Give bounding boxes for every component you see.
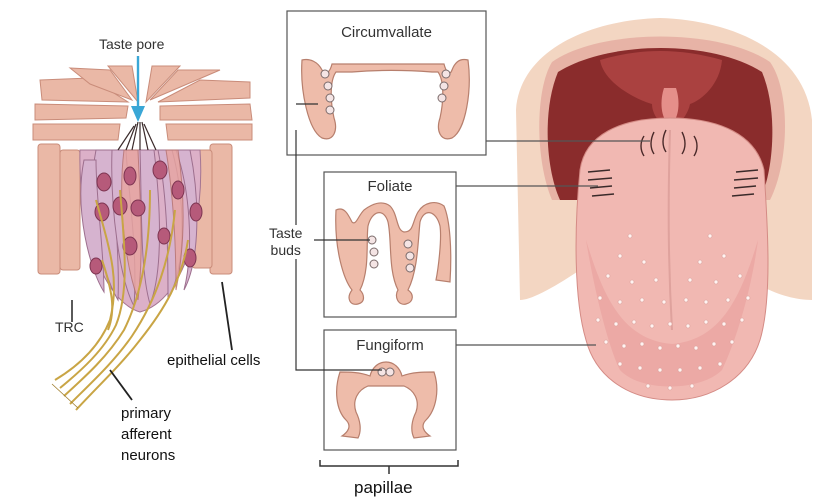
taste-bud-illustration [32,56,253,411]
papillae-label: papillae [354,478,413,497]
epithelial-pointer [221,281,233,351]
neurons-label-line-1: primary [121,405,172,422]
circumvallate-label: Circumvallate [341,24,432,41]
tongue-illustration [516,18,812,401]
trc-label: TRC [55,319,84,335]
taste-pore-label: Taste pore [99,36,165,52]
taste-buds-label-line-1: Taste [269,225,303,241]
taste-buds-pointers [295,103,382,371]
primary-afferent-neurons-label: primary afferent neurons [121,403,175,466]
neuron-pointer [109,369,133,401]
fungiform-box [323,329,457,451]
foliate-box [323,171,457,318]
taste-buds-label: Taste buds [267,225,305,259]
papillae-bracket [319,460,459,467]
papillae-leader-lines [456,140,650,346]
circumvallate-box [286,10,487,156]
neurons-label-line-3: neurons [121,447,176,464]
fungiform-label: Fungiform [356,337,424,354]
epithelial-cells-label: epithelial cells [167,352,261,369]
taste-buds-label-line-2: buds [270,242,301,258]
neurons-label-line-2: afferent [121,426,172,443]
foliate-label: Foliate [367,178,413,195]
